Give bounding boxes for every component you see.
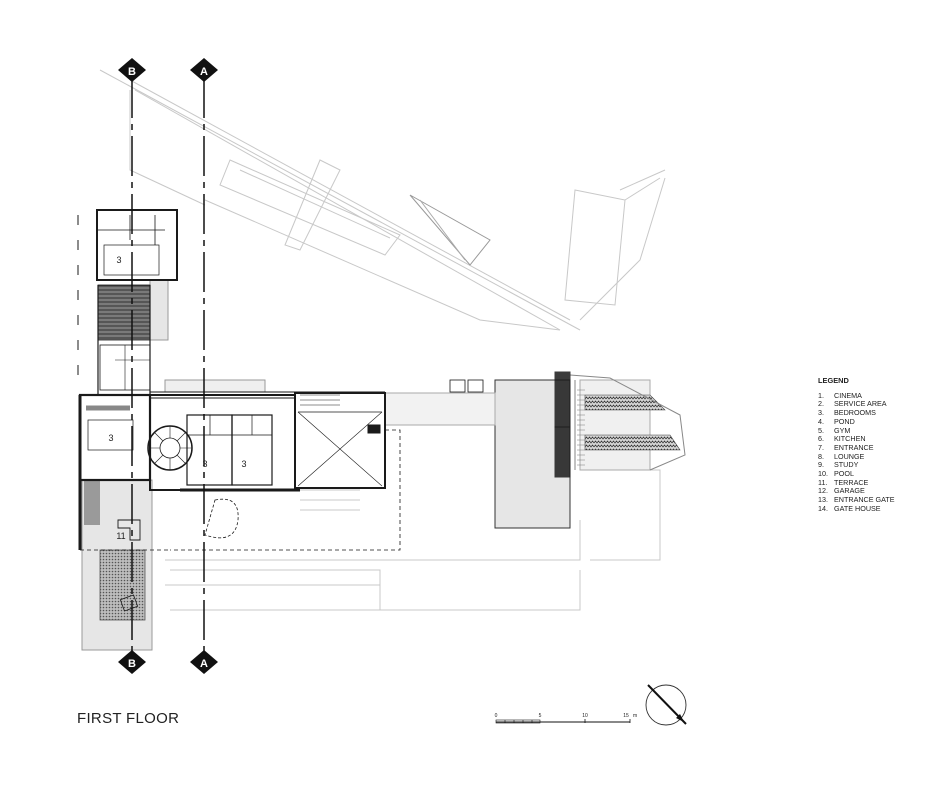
north-arrow-icon xyxy=(645,684,687,726)
room-number: 3 xyxy=(202,459,207,469)
section-marker-a-top: A xyxy=(190,58,218,82)
legend-item: 7.ENTRANCE xyxy=(818,442,874,452)
drawing-title: FIRST FLOOR xyxy=(77,710,180,727)
legend-item: 14.GATE HOUSE xyxy=(818,503,881,513)
legend: LEGEND 1.CINEMA 2.SERVICE AREA 3.BEDROOM… xyxy=(818,376,895,514)
section-lines xyxy=(131,78,205,655)
legend-item: 10.POOL xyxy=(818,469,854,479)
section-marker-a-bottom: A xyxy=(190,650,218,674)
scale-bar: 0 5 10 15 m xyxy=(495,713,637,724)
building-walls xyxy=(77,209,571,612)
legend-item: 5.GYM xyxy=(818,425,851,435)
room-number: 3 xyxy=(241,459,246,469)
section-marker-b-bottom: B xyxy=(118,650,146,674)
landscape-terraces xyxy=(569,374,686,471)
legend-item: 9.STUDY xyxy=(818,460,859,470)
legend-item: 3.BEDROOMS xyxy=(818,408,876,418)
room-number: 11 xyxy=(116,531,125,541)
legend-title: LEGEND xyxy=(818,376,849,385)
legend-item: 1.CINEMA xyxy=(818,390,862,400)
scale-tick-label: 10 xyxy=(582,713,588,719)
legend-item: 13.ENTRANCE GATE xyxy=(818,495,895,505)
room-number: 3 xyxy=(108,433,113,443)
scale-tick-label: 5 xyxy=(539,713,542,719)
site-context-north xyxy=(99,69,666,331)
scale-tick-label: 0 xyxy=(495,713,498,719)
legend-item: 4.POND xyxy=(818,416,855,426)
room-number: 3 xyxy=(116,255,121,265)
grey-fills xyxy=(81,279,651,651)
legend-item: 12.GARAGE xyxy=(818,486,865,496)
legend-item: 11.TERRACE xyxy=(818,477,869,487)
legend-item: 8.LOUNGE xyxy=(818,451,865,461)
legend-list: 1.CINEMA 2.SERVICE AREA 3.BEDROOMS 4.PON… xyxy=(818,390,895,514)
section-label: A xyxy=(200,658,208,670)
section-label: B xyxy=(128,658,136,670)
scale-tick-label: 15 xyxy=(623,713,629,719)
section-label: B xyxy=(128,66,136,78)
scale-unit: m xyxy=(633,713,637,719)
section-label: A xyxy=(200,66,208,78)
section-marker-b-top: B xyxy=(118,58,146,82)
legend-item: 6.KITCHEN xyxy=(818,434,866,444)
legend-item: 2.SERVICE AREA xyxy=(818,399,887,409)
